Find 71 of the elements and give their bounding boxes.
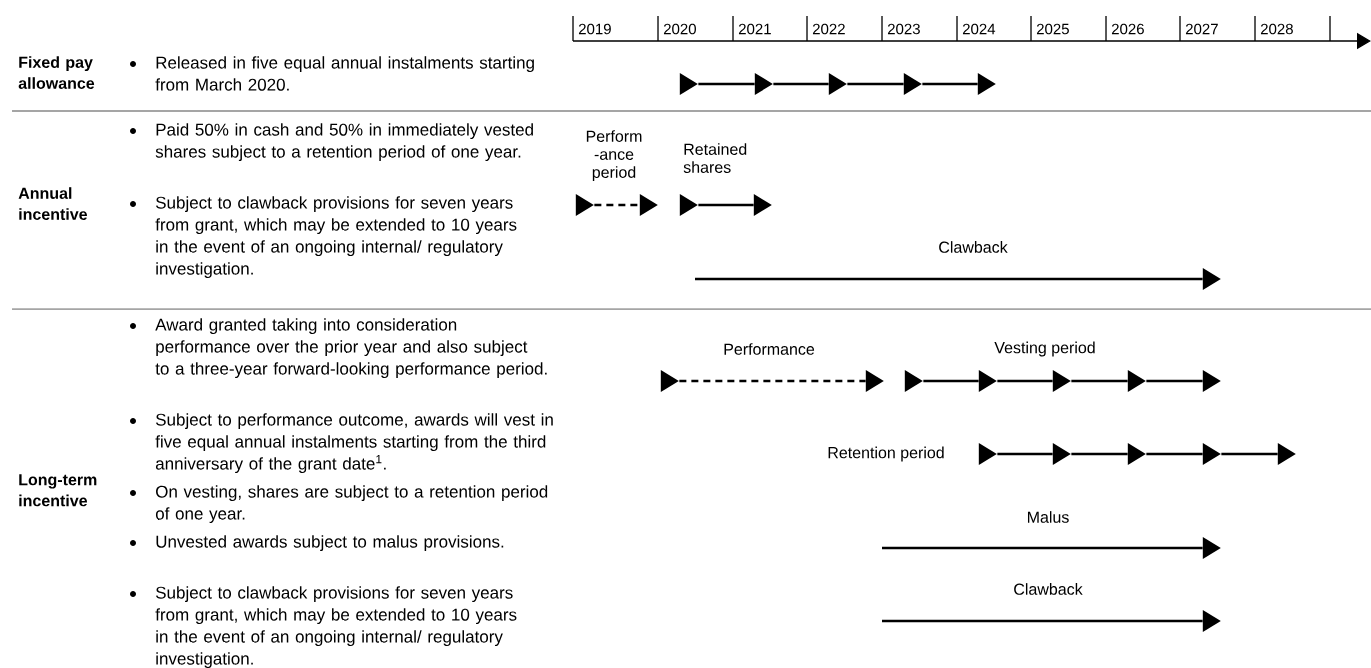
row-header: Long-term incentive [19, 474, 97, 507]
triangle-marker [639, 194, 658, 216]
triangle-marker [1202, 537, 1221, 559]
timeline-line [882, 619, 1203, 623]
bullet-text: Paid 50% in cash and 50% in immediately vested shares subject to a retention period of one year. [155, 123, 533, 162]
triangle-marker [1202, 268, 1221, 290]
triangle-marker [575, 194, 594, 216]
bullet-text: Award granted taking into consideration performance over the prior year and also subject to a three-year forward-looking performance period. [155, 318, 547, 379]
triangle-marker [977, 73, 996, 95]
timeline-line [847, 82, 904, 86]
timeline-line [923, 379, 979, 383]
timeline-line [1146, 452, 1203, 456]
timeline-line [997, 452, 1053, 456]
triangle-marker [828, 73, 847, 95]
timeline-label: Retention period [828, 446, 944, 462]
triangle-marker [679, 73, 698, 95]
timeline-line [882, 546, 1203, 550]
bullet-text: Unvested awards subject to malus provisions. [156, 535, 504, 552]
timeline-label: Vesting period [994, 341, 1095, 357]
year-label: 2021 [738, 23, 771, 35]
triangle-marker [865, 370, 884, 392]
row-header: Fixed pay allowance [18, 56, 95, 89]
triangle-marker [904, 370, 923, 392]
triangle-marker [978, 443, 997, 465]
triangle-marker [978, 370, 997, 392]
year-label: 2024 [962, 23, 996, 35]
year-label: 2025 [1036, 23, 1069, 35]
row-header: Annual incentive [18, 187, 87, 220]
timeline-label: Malus [1028, 511, 1069, 523]
triangle-marker [679, 194, 698, 216]
timeline-label: Perform -ance period [586, 130, 642, 182]
bullet-text: Subject to performance outcome, awards will vest in five equal annual instalments starting from the third anniversary of the grant date$^{1}$. [155, 413, 553, 474]
year-label: 2028 [1260, 23, 1293, 35]
timeline-line [1221, 452, 1278, 456]
timeline-label: Clawback [939, 241, 1008, 253]
year-label: 2022 [812, 23, 845, 35]
timeline-line [679, 379, 866, 383]
timeline-line [698, 203, 754, 207]
timeline-line [594, 203, 640, 207]
year-label: 2027 [1185, 23, 1218, 35]
timeline-label: Clawback [1014, 583, 1083, 595]
timeline-label: Performance [724, 343, 815, 355]
timeline-line [922, 82, 978, 86]
timeline-label: Retained shares [683, 143, 747, 173]
timeline-line [1071, 452, 1128, 456]
year-label: 2019 [578, 23, 611, 35]
triangle-marker [1202, 610, 1221, 632]
year-label: 2020 [663, 23, 696, 35]
timeline-line [1071, 379, 1128, 383]
timeline-line [695, 277, 1203, 281]
triangle-marker [754, 73, 773, 95]
year-label: 2026 [1111, 23, 1144, 35]
triangle-marker [1052, 370, 1071, 392]
timeline-line [997, 379, 1053, 383]
triangle-marker [753, 194, 772, 216]
bullet-text: Subject to clawback provisions for seven years from grant, which may be extended to 10 years in the event of an ongoing internal/ regulatory investigation. [155, 196, 517, 279]
timeline-line [698, 82, 755, 86]
timeline-line [1146, 379, 1203, 383]
timeline-line [773, 82, 829, 86]
triangle-marker [1127, 370, 1146, 392]
year-label: 2023 [887, 23, 920, 35]
triangle-marker [1052, 443, 1071, 465]
triangle-marker [1127, 443, 1146, 465]
bullet-text: Subject to clawback provisions for seven years from grant, which may be extended to 10 years in the event of an ongoing internal/ regulatory investigation. [155, 586, 517, 668]
triangle-marker [1202, 443, 1221, 465]
triangle-marker [1277, 443, 1296, 465]
triangle-marker [660, 370, 679, 392]
triangle-marker [1202, 370, 1221, 392]
bullet-text: Released in five equal annual instalments starting from March 2020. [155, 56, 534, 91]
bullet-text: On vesting, shares are subject to a retention period of one year. [155, 485, 548, 524]
triangle-marker [903, 73, 922, 95]
